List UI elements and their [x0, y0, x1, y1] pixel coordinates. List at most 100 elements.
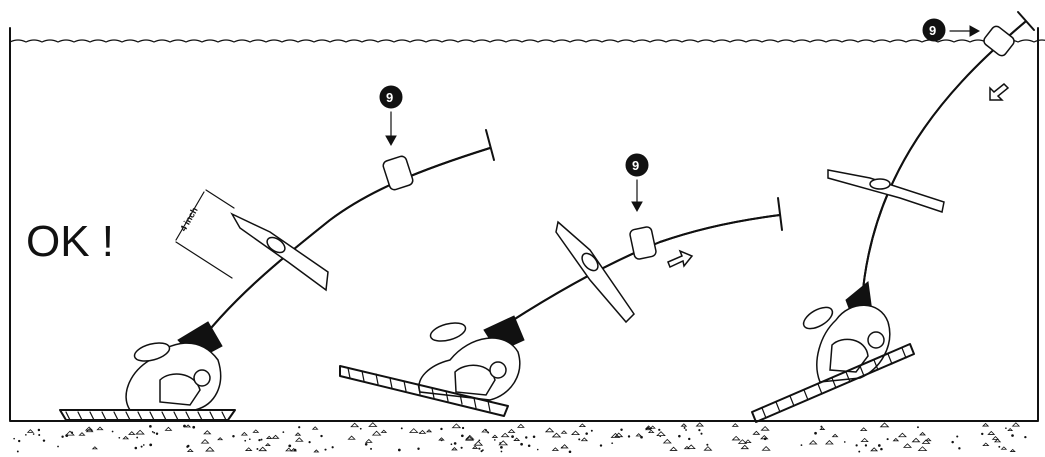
floor-speck — [288, 444, 292, 448]
floor-speck — [298, 426, 301, 429]
floor-speck — [499, 442, 502, 444]
floor-speck — [1024, 435, 1027, 439]
floor-speck — [42, 439, 46, 442]
floor-speck — [982, 442, 990, 447]
floor-speck — [480, 450, 483, 453]
floor-speck — [134, 446, 138, 450]
floor-speck — [400, 427, 403, 430]
floor-speck — [118, 436, 121, 439]
floor-speck — [465, 436, 475, 441]
hose — [191, 129, 495, 353]
floor-speck — [380, 429, 388, 433]
floor-speck — [981, 432, 984, 436]
floor-speck — [371, 430, 382, 436]
floor-speck — [819, 426, 826, 430]
floor-speck — [183, 424, 186, 428]
floor-speck — [13, 437, 15, 440]
floor-speck — [149, 443, 153, 447]
floor-speck — [516, 423, 525, 428]
floor-speck — [324, 448, 327, 451]
floor-speck — [864, 444, 868, 447]
floor-speck — [347, 435, 356, 440]
floor-speck — [590, 429, 593, 432]
floor-speck — [453, 442, 457, 445]
floor-speck — [1011, 434, 1014, 437]
floor-speck — [122, 435, 130, 440]
part-9-badge: 9 — [379, 85, 403, 147]
floor-speck — [731, 423, 739, 427]
floor-speck — [370, 447, 372, 450]
floor-speck — [418, 429, 427, 434]
floor-speck — [635, 433, 642, 437]
floor-speck — [993, 438, 1002, 443]
floor-speck — [244, 439, 247, 442]
floor-speck — [611, 442, 614, 445]
floor-speck — [958, 447, 961, 450]
floor-speck — [84, 426, 94, 431]
floor-speck — [61, 435, 64, 438]
floor-speck — [155, 432, 159, 435]
hose — [861, 11, 1035, 301]
floor-speck — [998, 445, 1001, 448]
cleaner-skirt — [751, 343, 915, 423]
floor-speck — [544, 427, 555, 433]
floor-speck — [217, 437, 224, 441]
floor-speck — [331, 446, 334, 449]
floor-speck — [478, 439, 481, 442]
svg-text:9: 9 — [632, 158, 639, 173]
floor-speck — [38, 433, 41, 436]
floor-speck — [1005, 427, 1007, 429]
floor-speck — [493, 439, 496, 441]
cleaner-body — [418, 315, 525, 401]
floor-speck — [599, 444, 603, 447]
direction-arrow-down-left — [989, 82, 1010, 101]
floor-speck — [460, 434, 464, 438]
floor-speck — [313, 449, 320, 453]
floor-speck — [982, 422, 990, 427]
floor-speck — [658, 428, 661, 431]
hose-weight — [983, 25, 1015, 57]
floor-speck — [164, 426, 173, 431]
floor-speck — [685, 429, 687, 431]
floor-speck — [186, 448, 194, 453]
floor-speck — [580, 437, 589, 442]
floor-speck — [568, 450, 572, 454]
floor-speck — [571, 430, 581, 435]
floor-speck — [647, 429, 655, 434]
hose-weight — [382, 155, 414, 191]
floor-speck — [417, 447, 420, 450]
floor-speck — [656, 431, 666, 437]
floor-speck — [26, 429, 34, 433]
floor-speck — [200, 439, 210, 444]
floor-speck — [308, 441, 311, 444]
floor-speck — [808, 439, 818, 445]
floor-speck — [860, 437, 869, 443]
floor-texture — [13, 422, 1027, 454]
floor-speck — [500, 450, 503, 453]
floor-speck — [136, 436, 139, 439]
floor-speck — [18, 439, 21, 443]
floor-speck — [1000, 446, 1008, 450]
floor-speck — [478, 447, 481, 450]
floor-speck — [364, 443, 368, 446]
cleaner-skirt — [339, 365, 509, 417]
floor-speck — [91, 446, 98, 450]
floor-speck — [744, 439, 752, 444]
floor-speck — [491, 434, 499, 438]
floor-speck — [886, 438, 889, 441]
cleaner-ok-position: 4 inch 9 — [59, 85, 495, 421]
floor-speck — [532, 435, 536, 439]
floor-speck — [858, 450, 861, 453]
floor-speck — [1011, 422, 1021, 427]
floor-speck — [686, 444, 696, 450]
floor-speck — [680, 423, 688, 427]
floor-speck — [368, 422, 378, 427]
floor-speck — [659, 435, 662, 438]
floor-speck — [311, 426, 319, 430]
floor-speck — [814, 431, 817, 435]
floor-speck — [500, 445, 503, 449]
floor-speck — [678, 434, 681, 438]
floor-speck — [249, 438, 251, 441]
floor-speck — [500, 432, 510, 438]
